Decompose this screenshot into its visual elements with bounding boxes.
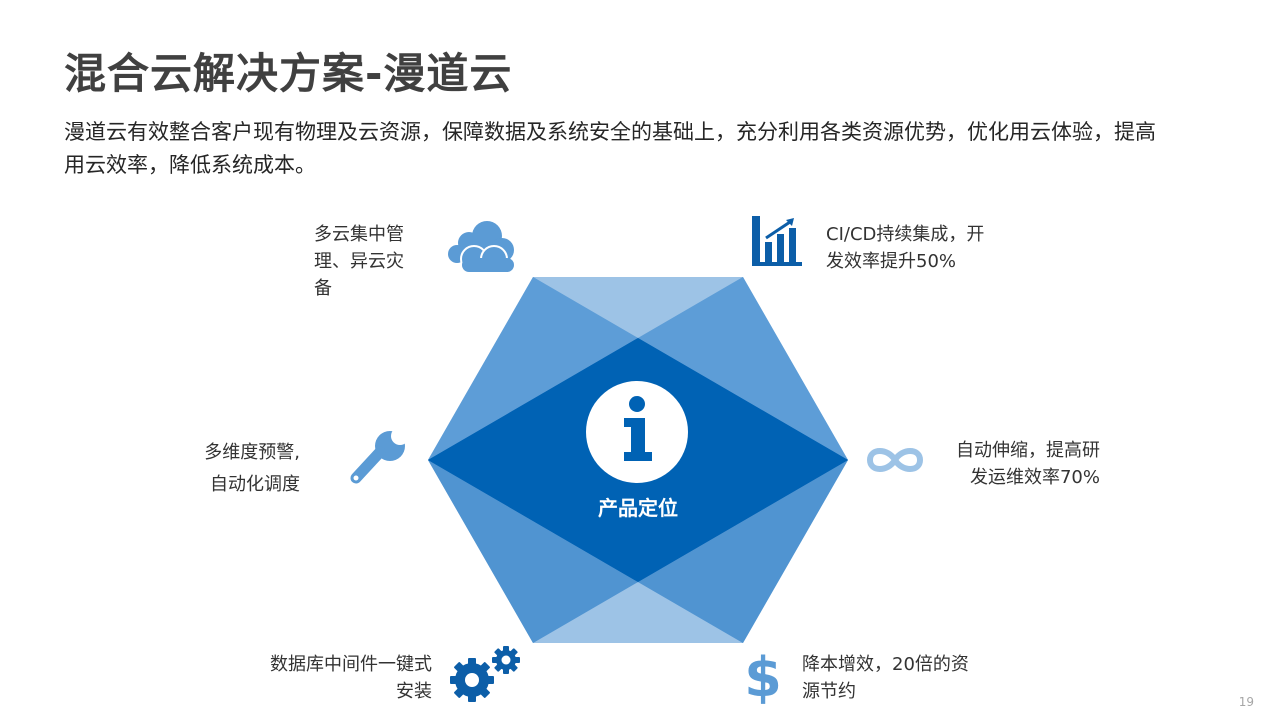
bar-chart-icon <box>752 216 802 266</box>
wrench-icon <box>350 428 409 484</box>
bottom-light-triangle <box>533 582 743 643</box>
dollar-icon: $ <box>744 646 782 704</box>
center-label: 产品定位 <box>598 496 678 520</box>
slide-subtitle: 漫道云有效整合客户现有物理及云资源，保障数据及系统安全的基础上，充分利用各类资源… <box>64 120 1156 177</box>
gears-icon <box>450 646 520 702</box>
label-top-right: CI/CD持续集成，开发效率提升50% <box>826 224 985 272</box>
label-bottom-left: 数据库中间件一键式安装 <box>270 654 432 702</box>
infinity-icon <box>866 448 924 472</box>
label-right: 自动伸缩，提高研发运维效率70% <box>956 440 1100 488</box>
slide-title: 混合云解决方案-漫道云 <box>64 49 513 98</box>
page-number: 19 <box>1238 695 1254 709</box>
bottom-right-facet <box>638 460 848 643</box>
cloud-icon <box>448 221 514 273</box>
label-bottom-right: 降本增效，20倍的资源节约 <box>802 654 969 702</box>
bottom-left-facet <box>428 460 638 643</box>
top-right-facet <box>638 277 848 460</box>
top-light-triangle <box>533 277 743 338</box>
label-top-left: 多云集中管理、异云灾备 <box>314 224 404 299</box>
svg-text:$: $ <box>744 646 782 704</box>
info-icon <box>586 381 688 483</box>
label-left: 多维度预警,自动化调度 <box>204 442 300 495</box>
top-left-facet <box>428 277 638 460</box>
